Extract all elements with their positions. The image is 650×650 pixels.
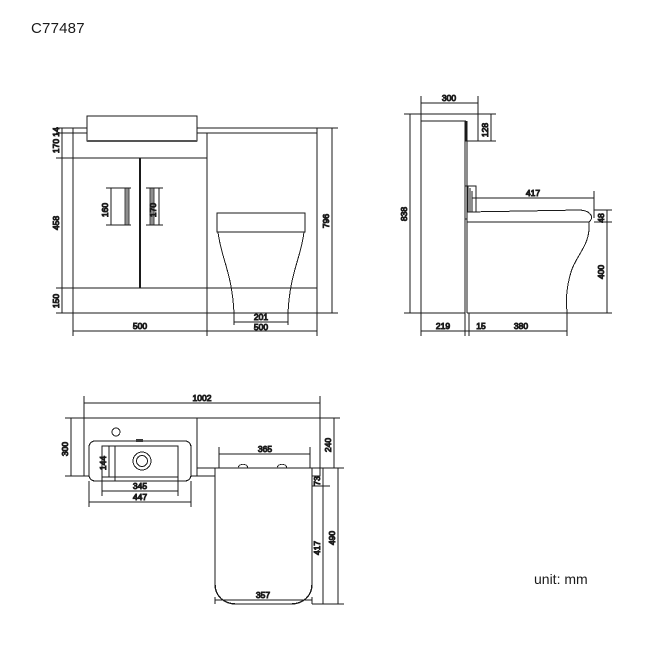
side-cabinet-body (420, 113, 479, 314)
dim-345: 345 (133, 481, 147, 491)
plan-cistern-width-dimension (218, 447, 311, 468)
front-elevation-left-dimensions (56, 127, 80, 314)
unit-note: unit: mm (534, 571, 588, 587)
dim-500-toilet: 500 (254, 322, 268, 332)
plan-toilet (214, 463, 313, 605)
dim-128: 128 (480, 123, 490, 137)
dim-300-depth: 300 (442, 93, 456, 103)
plan-overall-width-dimension (83, 396, 321, 418)
front-elevation-right-dimension (317, 127, 338, 314)
tap-hole-icon (111, 427, 121, 437)
dim-300-plan: 300 (60, 442, 70, 456)
dim-240: 240 (323, 438, 333, 452)
dim-447: 447 (133, 492, 147, 502)
side-basin-depth-dimension (478, 113, 496, 142)
front-elevation-view: 14 170 458 150 160 170 (51, 115, 338, 336)
dim-160-handle: 160 (100, 203, 110, 217)
dim-357: 357 (256, 590, 270, 600)
side-elevation-view: 300 128 838 (399, 93, 612, 336)
dim-490: 490 (327, 531, 337, 545)
dim-417-plan: 417 (312, 541, 322, 555)
dim-144: 144 (98, 456, 108, 470)
side-seat-length-dimension (471, 191, 595, 218)
dim-15: 15 (476, 321, 486, 331)
dim-796: 796 (321, 214, 331, 228)
side-top-dimension (420, 96, 479, 114)
handle-dimensions (106, 187, 163, 226)
toilet-pan-profile (467, 221, 590, 314)
dim-400: 400 (596, 265, 606, 279)
dim-14: 14 (51, 127, 61, 137)
dim-1002: 1002 (193, 393, 212, 403)
dim-219: 219 (436, 321, 450, 331)
dim-150: 150 (51, 294, 61, 308)
dim-201: 201 (254, 312, 268, 322)
dim-170-basin: 170 (51, 139, 61, 153)
toilet-seat-profile (466, 209, 593, 223)
basin-block (86, 115, 198, 142)
plan-left-depth-dimension (65, 417, 84, 477)
dim-500-vanity: 500 (133, 321, 147, 331)
dim-48: 48 (596, 213, 606, 223)
plan-basin-outer-dimension (88, 481, 192, 507)
side-bottom-dimensions (420, 313, 568, 336)
drawing-title: C77487 (31, 20, 85, 37)
plan-toilet-overall-dimension (312, 467, 344, 605)
vanity-cabinet-doors (73, 157, 207, 289)
dim-73: 73 (312, 476, 322, 486)
plan-seat-width-dimension (214, 597, 313, 604)
side-pan-height-dimension (567, 221, 612, 314)
side-overall-height-dimension (404, 113, 421, 314)
dim-380: 380 (514, 321, 528, 331)
dim-365: 365 (258, 444, 272, 454)
dim-838: 838 (399, 207, 409, 221)
front-elevation-bottom-dimensions (72, 313, 318, 336)
plan-bowl-inner-dimension (101, 445, 116, 481)
toilet-front-silhouette (216, 212, 306, 314)
plan-basin-bowl (88, 439, 192, 482)
plan-view: 1002 300 240 (60, 393, 344, 605)
vanity-handle-left (124, 187, 130, 226)
dim-170-handle: 170 (148, 203, 158, 217)
dim-417-seat: 417 (526, 188, 540, 198)
dim-458: 458 (51, 216, 61, 230)
plan-basin-inner-dimension (101, 477, 179, 496)
